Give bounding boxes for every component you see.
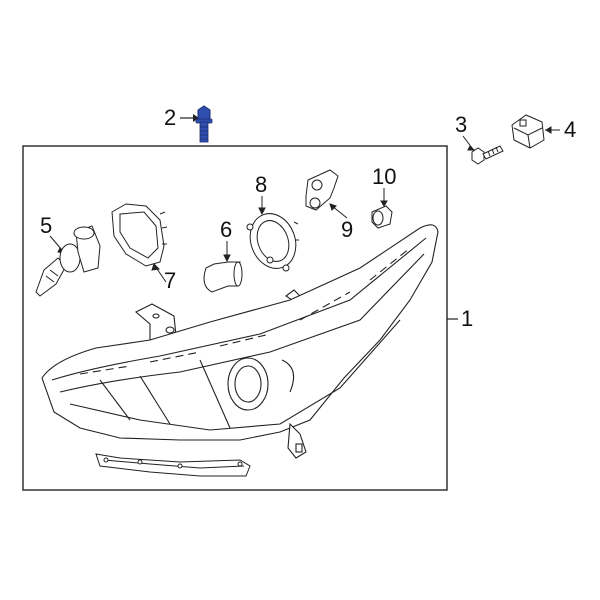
callout-5: 5 (40, 213, 53, 238)
assembly-frame (22, 145, 448, 491)
callout-1: 1 (461, 306, 474, 331)
callout-8: 8 (255, 172, 268, 197)
headlamp-assembly-1-icon (41, 224, 439, 459)
callout-10: 10 (372, 164, 397, 189)
callout-7: 7 (164, 268, 177, 293)
bolt-3-icon (462, 135, 504, 165)
bulb-cover-7-icon (111, 203, 168, 283)
bolt-2-highlighted-icon[interactable] (180, 105, 213, 143)
callout-4: 4 (564, 117, 577, 142)
bracket-clip-4-icon (511, 114, 560, 149)
callout-3: 3 (455, 112, 468, 137)
turn-signal-bulb-6-icon (203, 241, 243, 293)
retainer-ring-8-icon (246, 196, 299, 272)
bushing-10-icon (371, 188, 393, 229)
reflector-strip-icon (95, 453, 251, 477)
callout-9: 9 (341, 217, 354, 242)
callout-2[interactable]: 2 (164, 105, 177, 130)
headlamp-bulb-5-icon (35, 225, 101, 297)
callout-6: 6 (220, 217, 233, 242)
socket-grommet-9-icon (305, 169, 348, 219)
